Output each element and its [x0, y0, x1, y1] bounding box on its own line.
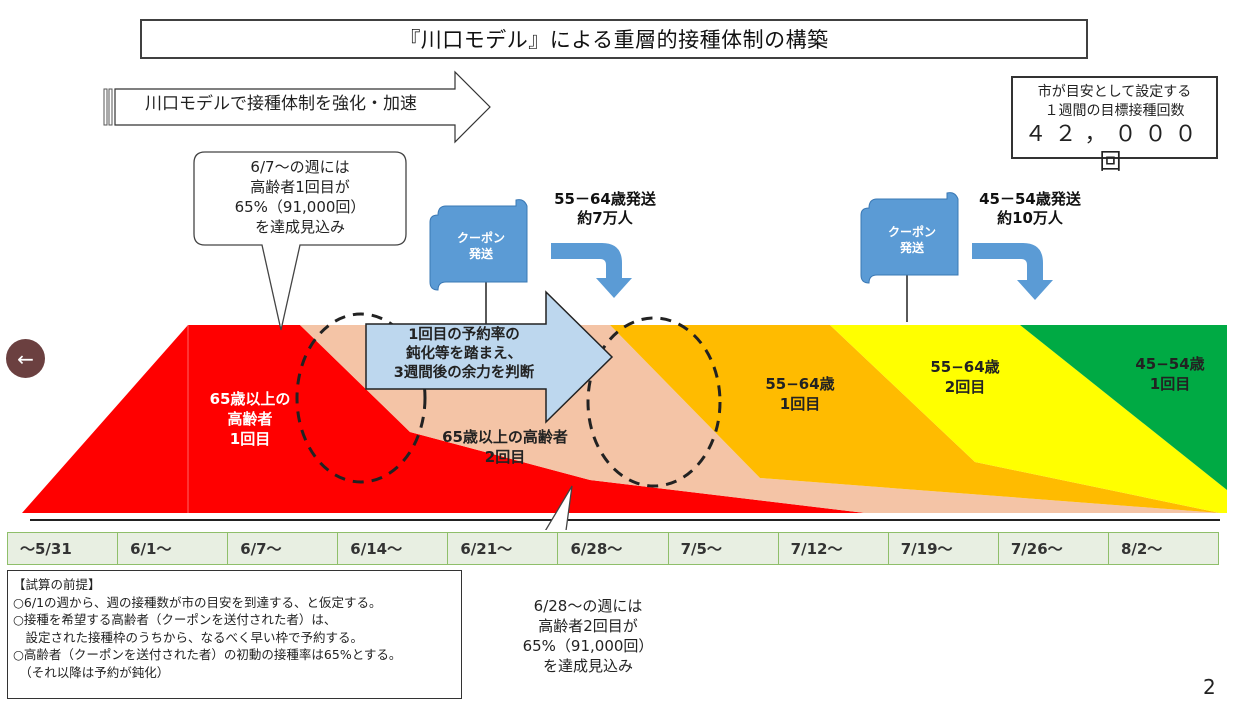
- strengthen-arrow-label: 川口モデルで接種体制を強化・加速: [145, 94, 417, 114]
- week-timeline: 〜5/31 6/1〜 6/7〜 6/14〜 6/21〜 6/28〜 7/5〜 7…: [7, 532, 1219, 565]
- timeline-week: 6/1〜: [118, 533, 229, 564]
- timeline-week: 7/12〜: [779, 533, 889, 564]
- band-line: 55−64歳: [765, 375, 835, 393]
- coupon-flag: [429, 199, 528, 291]
- callout-line: 65%（91,000回）: [522, 637, 654, 655]
- assumption-item: ○6/1の週から、週の接種数が市の目安を到達する、と仮定する。: [13, 594, 382, 610]
- judge-arrow: [365, 290, 614, 424]
- judge-line: 鈍化等を踏まえ、: [406, 346, 522, 362]
- band-line: 1回目: [1149, 375, 1191, 393]
- timeline-week: 7/19〜: [889, 533, 999, 564]
- band-line: 1回目: [779, 395, 821, 413]
- assumptions-heading: 【試算の前提】: [13, 577, 101, 592]
- page-title: 『川口モデル』による重層的接種体制の構築: [140, 19, 1088, 59]
- band-label-55-64-2nd: 55−64歳 2回目: [910, 357, 1020, 397]
- assumptions-box: 【試算の前提】 ○6/1の週から、週の接種数が市の目安を到達する、と仮定する。 …: [7, 570, 462, 699]
- coupon-flag-line: 発送: [468, 247, 493, 261]
- callout-line: 6/7〜の週には: [250, 158, 350, 176]
- target-line-2: １週間の目標接種回数: [1044, 103, 1185, 119]
- coupon-flag-line: 発送: [899, 241, 924, 255]
- coupon-flag-label: クーポン 発送: [446, 230, 516, 262]
- back-button[interactable]: ←: [6, 339, 45, 378]
- band-line: 65歳以上の高齢者: [442, 428, 568, 446]
- band-55-64-2nd: [830, 325, 1227, 513]
- callout-line: 65%（91,000回）: [234, 198, 366, 216]
- callout-top-shape: [193, 151, 407, 331]
- curved-down-arrow-icon: [972, 243, 1053, 300]
- target-line-1: 市が目安として設定する: [1037, 84, 1192, 100]
- band-label-elderly-1st: 65歳以上の 高齢者 1回目: [190, 389, 310, 449]
- send-line: 約7万人: [577, 209, 633, 227]
- timeline-week: 〜5/31: [8, 533, 119, 564]
- callout-line: を達成見込み: [542, 657, 633, 675]
- send-line: 45－54歳発送: [979, 190, 1081, 208]
- judge-line: 1回目の予約率の: [408, 327, 520, 343]
- band-label-55-64-1st: 55−64歳 1回目: [745, 374, 855, 414]
- band-45-54-1st: [1020, 325, 1227, 490]
- timeline-week: 6/7〜: [228, 533, 339, 564]
- timeline-week: 6/21〜: [448, 533, 559, 564]
- send-line: 55－64歳発送: [554, 190, 656, 208]
- target-value: ４２，０００回: [1024, 122, 1205, 175]
- timeline-week: 6/14〜: [338, 533, 449, 564]
- send-line: 約10万人: [997, 209, 1063, 227]
- band-label-elderly-2nd: 65歳以上の高齢者 2回目: [420, 427, 590, 467]
- page-number: 2: [1203, 675, 1216, 699]
- band-label-45-54-1st: 45−54歳 1回目: [1120, 354, 1220, 394]
- arrow-tail-bar: [108, 88, 113, 126]
- band-line: 45−54歳: [1135, 355, 1205, 373]
- arrow-tail-bar: [103, 88, 108, 126]
- vaccination-area-diagram: [22, 151, 1227, 530]
- callout-line: 6/28〜の週には: [533, 597, 643, 615]
- weekly-target-box: 市が目安として設定する １週間の目標接種回数 ４２，０００回: [1011, 76, 1218, 175]
- send-label-45-54: 45－54歳発送 約10万人: [955, 190, 1105, 228]
- arrow-shape: [114, 70, 491, 144]
- band-line: 1回目: [229, 430, 271, 448]
- timeline-week: 7/26〜: [999, 533, 1109, 564]
- band-line: 高齢者: [227, 410, 273, 428]
- callout-bottom-shape: [545, 485, 573, 530]
- assumption-item: ○接種を希望する高齢者（クーポンを送付された者）は、: [13, 612, 337, 627]
- band-line: 65歳以上の: [209, 390, 291, 408]
- coupon-flag-line: クーポン: [456, 231, 505, 245]
- callout-bottom-text: 6/28〜の週には 高齢者2回目が 65%（91,000回） を達成見込み: [475, 596, 701, 676]
- judge-arrow-text: 1回目の予約率の 鈍化等を踏まえ、 3週間後の余力を判断: [366, 326, 562, 383]
- dashed-highlight-circle: [586, 316, 722, 488]
- timeline-week: 8/2〜: [1120, 540, 1163, 558]
- band-line: 55−64歳: [930, 358, 1000, 376]
- callout-line: を達成見込み: [254, 218, 345, 236]
- dashed-highlight-circle: [295, 312, 427, 484]
- band-55-64-1st: [610, 325, 1220, 513]
- band-line: 2回目: [484, 448, 526, 466]
- send-label-55-64: 55－64歳発送 約7万人: [530, 190, 680, 228]
- strengthen-arrow: [103, 70, 491, 144]
- assumption-item: 設定された接種枠のうちから、なるべく早い枠で予約する。: [13, 629, 364, 645]
- arrow-left-icon: ←: [17, 346, 34, 371]
- assumption-item: （それ以降は予約が鈍化）: [13, 664, 170, 680]
- assumption-item: ○高齢者（クーポンを送付された者）の初動の接種率は65%とする。: [13, 647, 402, 662]
- coupon-flag-line: クーポン: [887, 225, 936, 239]
- curved-down-arrow-icon: [551, 243, 632, 298]
- coupon-flag-label: クーポン 発送: [877, 224, 947, 256]
- coupon-flag: [860, 192, 959, 284]
- callout-top-text: 6/7〜の週には 高齢者1回目が 65%（91,000回） を達成見込み: [196, 157, 404, 237]
- callout-line: 高齢者2回目が: [538, 617, 638, 635]
- band-elderly-1st: [22, 325, 865, 513]
- judge-line: 3週間後の余力を判断: [393, 365, 535, 381]
- band-line: 2回目: [944, 378, 986, 396]
- timeline-week: 7/5〜: [669, 533, 779, 564]
- callout-line: 高齢者1回目が: [250, 178, 350, 196]
- timeline-week: 6/28〜: [558, 533, 669, 564]
